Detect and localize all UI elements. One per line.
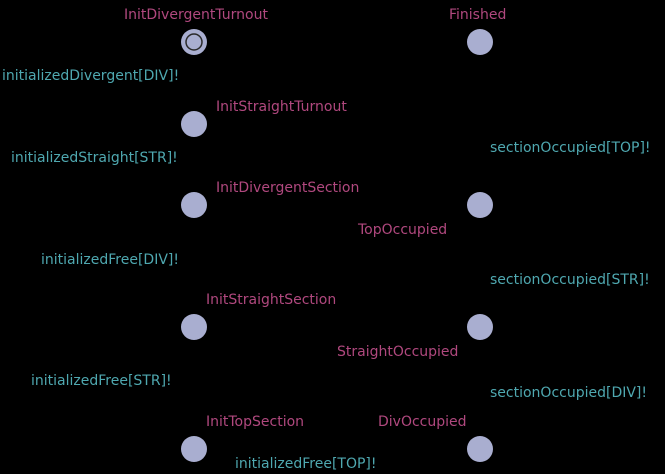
state-node[interactable] (181, 436, 207, 462)
state-label: InitStraightSection (206, 292, 336, 308)
transition-label-section-occupied-div[interactable]: sectionOccupied[DIV]! (490, 385, 647, 401)
state-label: TopOccupied (357, 222, 447, 238)
state-label: StraightOccupied (337, 344, 458, 360)
state-node[interactable] (467, 192, 493, 218)
transition-label-initialized-free-top[interactable]: initializedFree[TOP]! (235, 456, 377, 472)
transition-label-initialized-divergent[interactable]: initializedDivergent[DIV]! (2, 68, 179, 84)
state-init-straight-section[interactable]: InitStraightSection (181, 292, 336, 340)
initial-state-marker (185, 33, 203, 51)
state-node[interactable] (181, 29, 207, 55)
state-node[interactable] (467, 436, 493, 462)
state-label: InitDivergentTurnout (124, 7, 268, 23)
state-label: InitTopSection (206, 414, 304, 430)
state-init-top-section[interactable]: InitTopSection (181, 414, 304, 462)
state-top-occupied[interactable]: TopOccupied (357, 192, 493, 238)
transition-label-initialized-straight[interactable]: initializedStraight[STR]! (11, 150, 178, 166)
state-div-occupied[interactable]: DivOccupied (378, 414, 493, 462)
state-node[interactable] (467, 29, 493, 55)
state-node[interactable] (181, 111, 207, 137)
state-node[interactable] (181, 192, 207, 218)
transition-label-section-occupied-top[interactable]: sectionOccupied[TOP]! (490, 140, 651, 156)
state-label: DivOccupied (378, 414, 467, 430)
transition-label-initialized-free-str[interactable]: initializedFree[STR]! (31, 373, 172, 389)
transition-label-initialized-free-div[interactable]: initializedFree[DIV]! (41, 252, 179, 268)
state-init-divergent-section[interactable]: InitDivergentSection (181, 180, 359, 218)
state-label: Finished (449, 7, 506, 23)
state-init-divergent-turnout[interactable]: InitDivergentTurnout (124, 7, 268, 55)
state-finished[interactable]: Finished (449, 7, 506, 55)
state-node[interactable] (181, 314, 207, 340)
state-init-straight-turnout[interactable]: InitStraightTurnout (181, 99, 347, 137)
transition-label-section-occupied-str[interactable]: sectionOccupied[STR]! (490, 272, 650, 288)
state-label: InitStraightTurnout (216, 99, 347, 115)
state-straight-occupied[interactable]: StraightOccupied (337, 314, 493, 360)
state-label: InitDivergentSection (216, 180, 359, 196)
state-node[interactable] (467, 314, 493, 340)
